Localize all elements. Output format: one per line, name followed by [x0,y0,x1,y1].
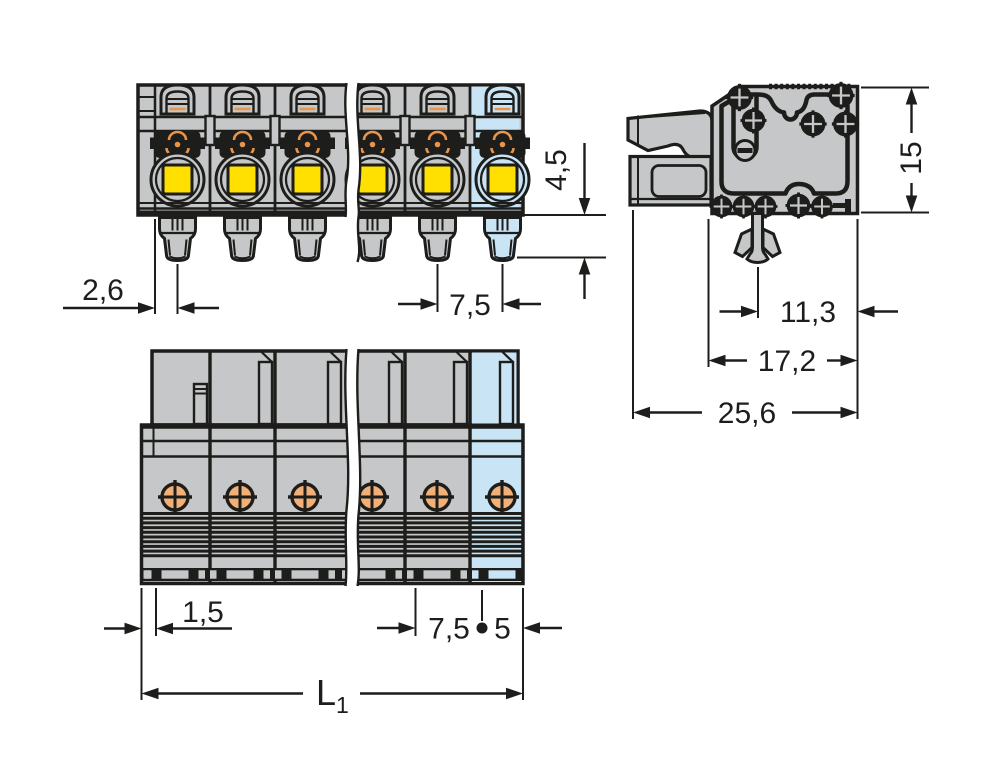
bottom-view: 1,5 7,5 5 L1 [104,348,562,718]
dimension-dot [476,622,488,634]
dim-label-side-foot-to-back: 11,3 [780,296,836,329]
dim-label-side-total-depth: 25,6 [718,397,776,430]
front-view: 2,6 7,5 4,5 [63,82,606,322]
plug-block [628,154,713,207]
dimension-side-foot-to-back: 11,3 [719,296,898,329]
break-lines-front [344,82,362,263]
snap-foot [733,212,782,265]
dim-label-front-strain-relief-height: 4,5 [540,149,573,191]
wire-entry-cone [158,216,197,262]
hatch-band [141,512,523,558]
dim-label-bottom-total-length: L1 [316,672,349,718]
dimension-side-body-depth: 17,2 [708,345,858,378]
dim-label-front-pitch: 7,5 [449,289,491,322]
dimension-side-height: 15 [861,86,929,214]
side-view: 15 11,3 17,2 25,6 [626,80,929,430]
wire-entry-cone [223,216,262,262]
mount-slot [845,199,851,212]
wire-entry-cone [418,216,457,262]
dimension-bottom-total-length: L1 [141,672,523,718]
break-lines-bottom [344,348,362,587]
dim-label-front-edge-offset: 2,6 [82,274,124,307]
wire-entry-cone [288,216,327,262]
dim-label-side-body-depth: 17,2 [758,345,816,378]
dim-label-side-height: 15 [895,141,928,174]
wire-entry-cone-coding [483,216,522,262]
locking-lever [626,109,714,160]
dimension-front-pitch: 7,5 [398,264,541,322]
dim-label-bottom-pitch: 7,5 [428,613,470,646]
dimension-front-strain-relief-height: 4,5 [517,143,606,299]
dimension-front-edge-offset: 2,6 [63,219,219,314]
dimension-bottom-edge-offset: 1,5 [104,596,232,635]
dimension-side-total-depth: 25,6 [633,397,858,430]
mount-strip [141,568,523,581]
dimension-bottom-pitch-end: 7,5 5 [377,590,562,646]
dim-label-bottom-end-offset: 5 [494,613,511,646]
dim-label-bottom-edge-offset: 1,5 [182,596,224,629]
